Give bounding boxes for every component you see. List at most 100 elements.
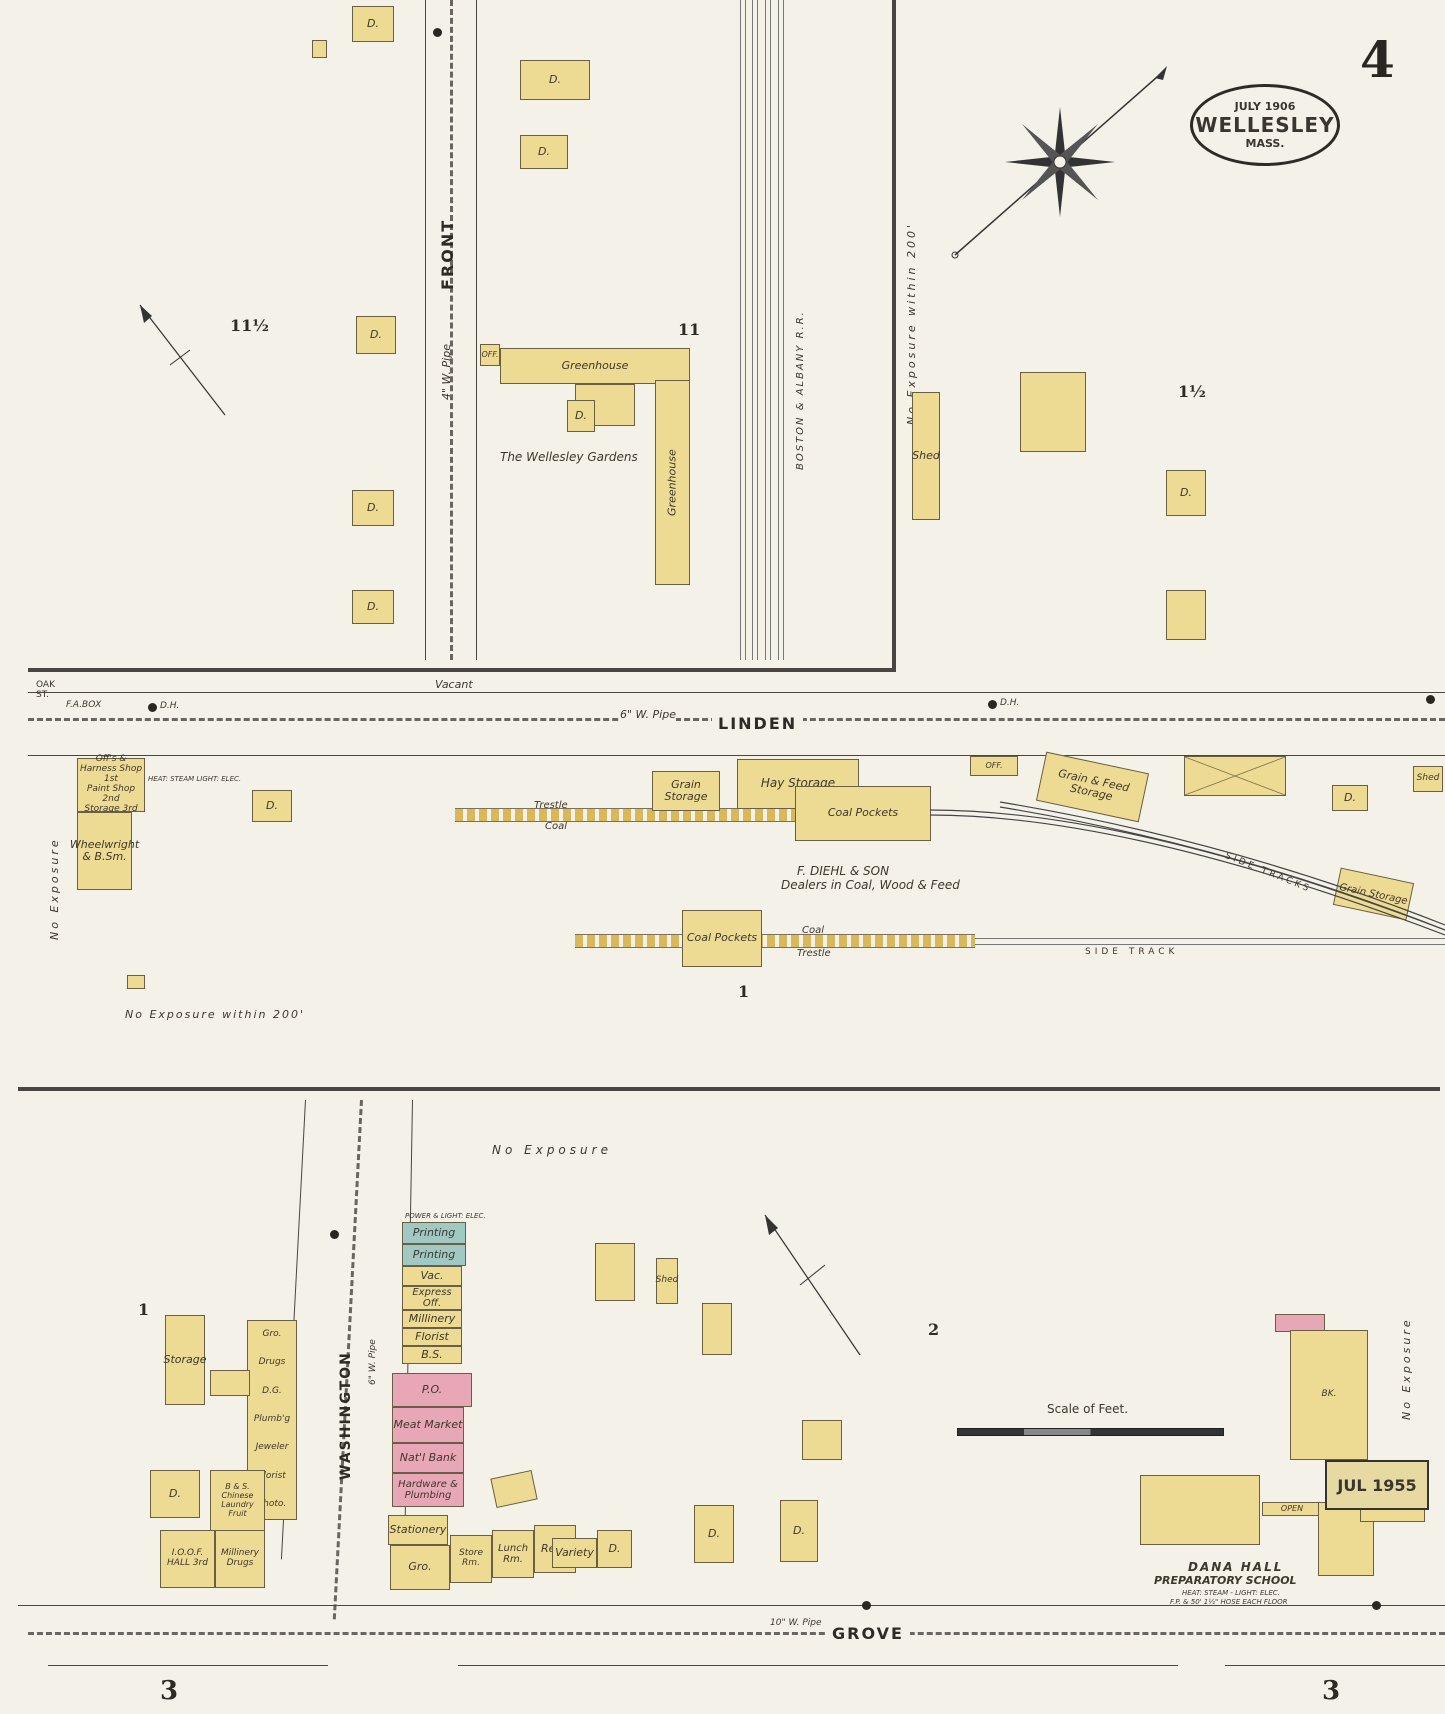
no-exposure-south-note: No Exposure within 200' <box>125 1008 305 1021</box>
dwelling: D. <box>1332 785 1368 811</box>
dwelling: D. <box>597 1530 632 1568</box>
outbuilding-18-half <box>802 1420 842 1460</box>
shed-small: Shed <box>656 1258 678 1304</box>
dwelling: D. <box>520 135 568 169</box>
vacant-store: Vac. <box>402 1266 462 1286</box>
date-stamp: JUL 1955 <box>1325 1460 1429 1510</box>
grocery-store: Gro. <box>390 1545 450 1590</box>
map-date: JULY 1906 <box>1234 100 1296 113</box>
block-number-11: 11 <box>678 320 701 339</box>
dwelling: D. <box>352 590 394 624</box>
pipe-label-grove: 10" W. Pipe <box>770 1618 822 1628</box>
laundry-fruit-building: B & S. Chinese Laundry Fruit <box>210 1470 265 1532</box>
post-office: P.O. <box>392 1373 472 1407</box>
office-building: OFF. <box>480 344 500 366</box>
greenhouse-main: Greenhouse <box>500 348 690 384</box>
street-label-front: FRONT <box>438 218 457 290</box>
dana-hall-subtitle: PREPARATORY SCHOOL <box>1154 1574 1297 1587</box>
dana-hall-note-heat: HEAT: STEAM - LIGHT: ELEC. <box>1182 1589 1280 1597</box>
dana-hall-connector: OPEN <box>1262 1502 1322 1516</box>
wellesley-gardens-label: The Wellesley Gardens <box>500 450 638 464</box>
power-light-note: POWER & LIGHT: ELEC. <box>405 1212 486 1220</box>
block-number-3-left: 3 <box>160 1676 179 1706</box>
outbuilding-16-half <box>702 1303 732 1355</box>
coal-pockets: Coal Pockets <box>795 786 931 841</box>
dana-hall-note-hose: F.P. & 50' 1½" HOSE EACH FLOOR <box>1170 1598 1288 1606</box>
express-office: Express Off. <box>402 1286 462 1310</box>
coal-label: Coal <box>545 821 568 832</box>
map-state: MASS. <box>1245 137 1285 150</box>
store-annex <box>210 1370 250 1396</box>
trestle-label: Trestle <box>797 948 831 959</box>
block-number-11-half: 11½ <box>230 316 269 335</box>
north-arrow-icon <box>764 1214 861 1356</box>
storage-building-i <box>1184 756 1286 796</box>
north-arrow-icon <box>139 304 226 416</box>
dwelling: D. <box>356 316 396 354</box>
meat-market: Meat Market <box>392 1407 464 1443</box>
grain-storage: Grain Storage <box>652 771 720 811</box>
hydrant-label: D.H. <box>160 701 180 711</box>
scale-bar <box>957 1428 1224 1436</box>
street-label-linden: LINDEN <box>712 714 804 733</box>
page-number: 4 <box>1360 30 1395 89</box>
small-outbuilding <box>127 975 145 989</box>
dwelling-b: D. <box>567 400 595 432</box>
dwelling: D. <box>252 790 292 822</box>
store-row-west: Gro. Drugs D.G. Plumb'g Jeweler Florist … <box>247 1320 297 1520</box>
stationery-store: Stationery <box>388 1515 448 1545</box>
pipe-label-washington: 6" W. Pipe <box>368 1339 378 1385</box>
side-tracks <box>930 801 1445 936</box>
outbuilding <box>595 1243 635 1301</box>
block-number-1: 1 <box>738 982 750 1001</box>
block-number-1-south: 1 <box>138 1300 150 1319</box>
dana-hall-main-block: BK. <box>1290 1330 1368 1460</box>
hydrant-marker <box>330 1230 339 1239</box>
dwelling: D. <box>352 6 394 42</box>
coal-label: Coal <box>802 925 825 936</box>
storage-building: Storage <box>163 1315 207 1405</box>
block-number-1-half: 1½ <box>1178 382 1206 401</box>
national-bank: Nat'l Bank <box>392 1443 464 1473</box>
millinery-drugs-building: Millinery Drugs <box>215 1530 265 1588</box>
hardware-plumbing: Hardware & Plumbing <box>392 1473 464 1507</box>
no-exposure-note: No Exposure <box>492 1143 612 1157</box>
dwelling: D. <box>150 1470 200 1518</box>
heat-light-note: HEAT: STEAM LIGHT: ELEC. <box>148 775 242 783</box>
florist-shop: Florist <box>402 1328 462 1346</box>
no-exposure-west-note: No Exposure <box>48 837 61 940</box>
map-city: WELLESLEY <box>1195 113 1335 137</box>
trestle-upper <box>455 808 795 822</box>
storage-building-l <box>1020 372 1086 452</box>
hydrant-marker <box>1372 1601 1381 1610</box>
variety-store: Variety <box>552 1538 597 1568</box>
oak-street-label: OAK ST. <box>36 680 55 700</box>
railroad-label: BOSTON & ALBANY R.R. <box>795 310 806 470</box>
side-track-label: SIDE TRACK <box>1085 947 1179 957</box>
hydrant-marker <box>1426 695 1435 704</box>
greenhouse-vertical: Greenhouse <box>655 380 690 585</box>
diehl-name: F. DIEHL & SON <box>797 864 890 878</box>
outbuilding <box>312 40 327 58</box>
diehl-office: OFF. <box>970 756 1018 776</box>
outbuilding-o <box>1166 590 1206 640</box>
no-exposure-east-note: No Exposure <box>1400 1317 1413 1420</box>
coal-pockets-lower: Coal Pockets <box>682 910 762 967</box>
hydrant-marker <box>988 700 997 709</box>
vacant-label: Vacant <box>435 678 473 691</box>
dwelling: D. <box>694 1505 734 1563</box>
barber-shop: B.S. <box>402 1346 462 1364</box>
scale-label: Scale of Feet. <box>1047 1402 1129 1416</box>
dwelling: D. <box>352 490 394 526</box>
map-title-cartouche: JULY 1906 WELLESLEY MASS. <box>1190 84 1340 166</box>
dwelling-m: D. <box>1166 470 1206 516</box>
trestle-lower <box>575 934 975 948</box>
hydrant-marker <box>148 703 157 712</box>
compass-rose-icon <box>951 66 1167 259</box>
shed: Shed <box>912 392 940 520</box>
dwelling: D. <box>780 1500 818 1562</box>
wheelwright-shop: Wheelwright & B.Sm. <box>70 812 139 890</box>
dwelling: D. <box>520 60 590 100</box>
street-label-washington: WASHINGTON <box>338 1351 354 1480</box>
